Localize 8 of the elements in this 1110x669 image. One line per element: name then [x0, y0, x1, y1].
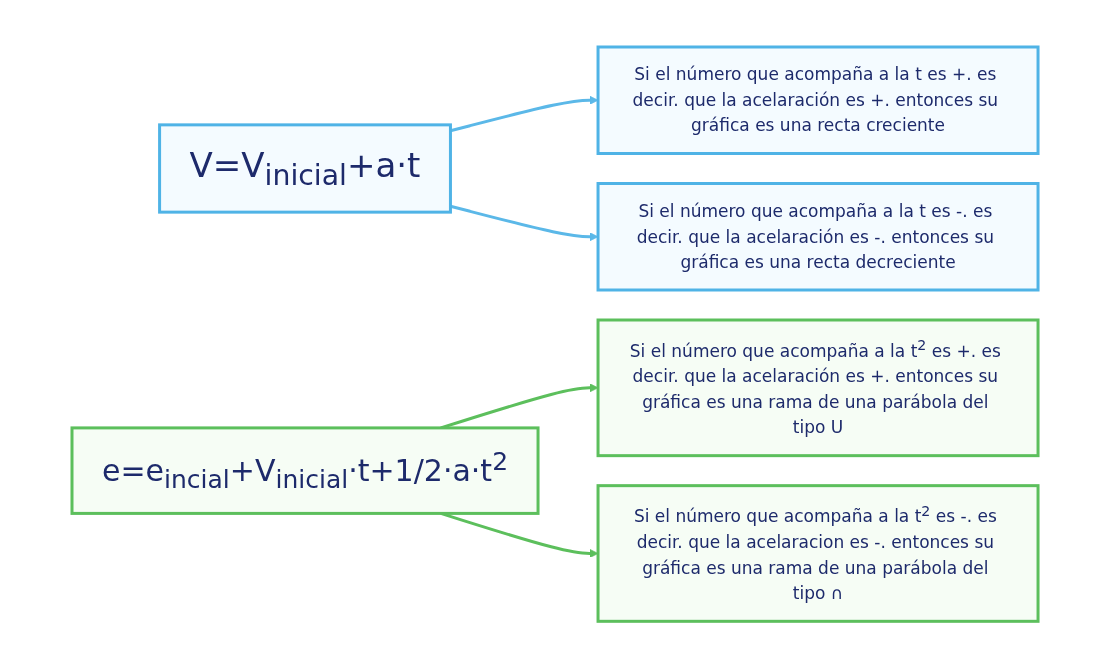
node-box: e=e$_{incial}$+V$_{inicial}$·t+1/2·a·t$^{2}$: [70, 426, 540, 516]
node-box: Si el número que acompaña a la t$^{2}$ es +. es decir. que la acelaración es +. entonces su gráfica es una rama de una parábola del tipo U: [596, 318, 1040, 458]
node-box: Si el número que acompaña a la t es -. es decir. que la acelaración es -. entonces su gráfica es una recta decreciente: [596, 182, 1040, 292]
arrow: [450, 96, 599, 133]
arrow: [450, 205, 599, 242]
node-box: Si el número que acompaña a la t es +. es decir. que la acelaración es +. entonces su gráfica es una recta creciente: [596, 45, 1040, 156]
node-box: V=V$_{inicial}$+a·t: [158, 123, 452, 214]
node-box: Si el número que acompaña a la t$^{2}$ es -. es decir. que la acelaracion es -. entonces su gráfica es una rama de una parábola del tipo ∩: [596, 484, 1040, 624]
